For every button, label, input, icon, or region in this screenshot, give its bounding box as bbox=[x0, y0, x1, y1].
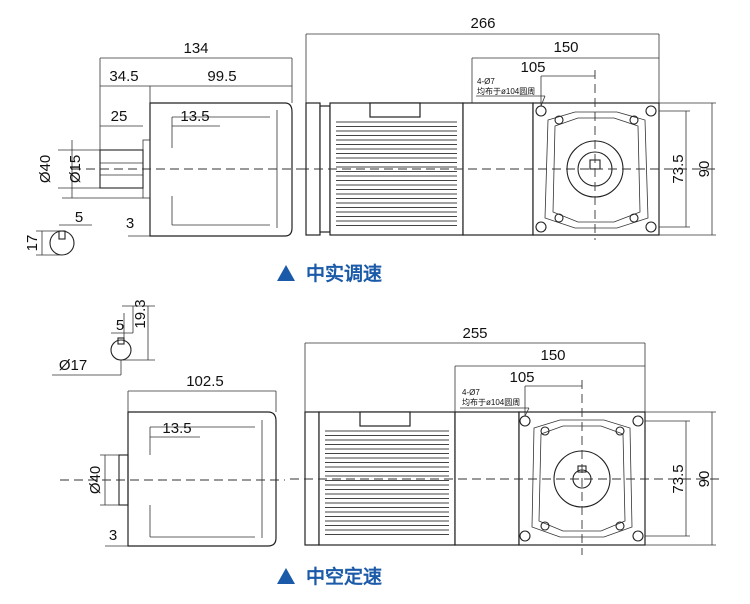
bottom-dim-d17: Ø17 bbox=[59, 357, 87, 374]
top-dim-266: 266 bbox=[470, 15, 495, 32]
bottom-dim-13-5: 13.5 bbox=[162, 420, 191, 437]
top-dim-73-5: 73.5 bbox=[670, 154, 687, 183]
top-hole-note-1: 4-Ø7 bbox=[477, 77, 495, 86]
top-dim-d15: Ø15 bbox=[67, 155, 84, 183]
bottom-dim-255: 255 bbox=[462, 325, 487, 342]
top-dim-25: 25 bbox=[111, 108, 128, 125]
bottom-motor-view bbox=[290, 342, 720, 555]
bottom-dim-90: 90 bbox=[696, 471, 713, 488]
bottom-side-view bbox=[52, 305, 285, 547]
bottom-title-triangle-icon bbox=[277, 568, 295, 584]
top-dim-150: 150 bbox=[553, 39, 578, 56]
bottom-title: 中空定速 bbox=[306, 565, 382, 588]
top-motor-view bbox=[300, 33, 720, 240]
top-dim-3: 3 bbox=[126, 215, 134, 232]
top-dim-99-5: 99.5 bbox=[207, 68, 236, 85]
top-dim-34-5: 34.5 bbox=[109, 68, 138, 85]
bottom-hole-note-2: 均布于ø104圆周 bbox=[462, 397, 520, 407]
bottom-dim-19-3: 19.3 bbox=[132, 299, 149, 328]
bottom-hole-note-1: 4-Ø7 bbox=[462, 388, 480, 397]
top-side-view bbox=[36, 57, 300, 256]
top-dim-90: 90 bbox=[696, 161, 713, 178]
top-title-triangle-icon bbox=[277, 265, 295, 281]
bottom-dim-105: 105 bbox=[509, 369, 534, 386]
top-hole-note-2: 均布于ø104圆周 bbox=[477, 86, 535, 96]
top-dim-105: 105 bbox=[520, 59, 545, 76]
bottom-dim-150: 150 bbox=[540, 347, 565, 364]
top-dim-134: 134 bbox=[183, 40, 208, 57]
bottom-dim-102-5: 102.5 bbox=[186, 373, 224, 390]
top-title: 中实调速 bbox=[306, 262, 382, 285]
bottom-dim-3: 3 bbox=[109, 527, 117, 544]
bottom-dim-key-5: 5 bbox=[116, 317, 124, 334]
top-dim-key-17: 17 bbox=[24, 235, 41, 252]
bottom-dim-d40: Ø40 bbox=[87, 466, 104, 494]
top-dim-key-5: 5 bbox=[75, 209, 83, 226]
top-dim-13-5: 13.5 bbox=[180, 108, 209, 125]
top-dim-d40: Ø40 bbox=[37, 155, 54, 183]
bottom-dim-73-5: 73.5 bbox=[670, 464, 687, 493]
